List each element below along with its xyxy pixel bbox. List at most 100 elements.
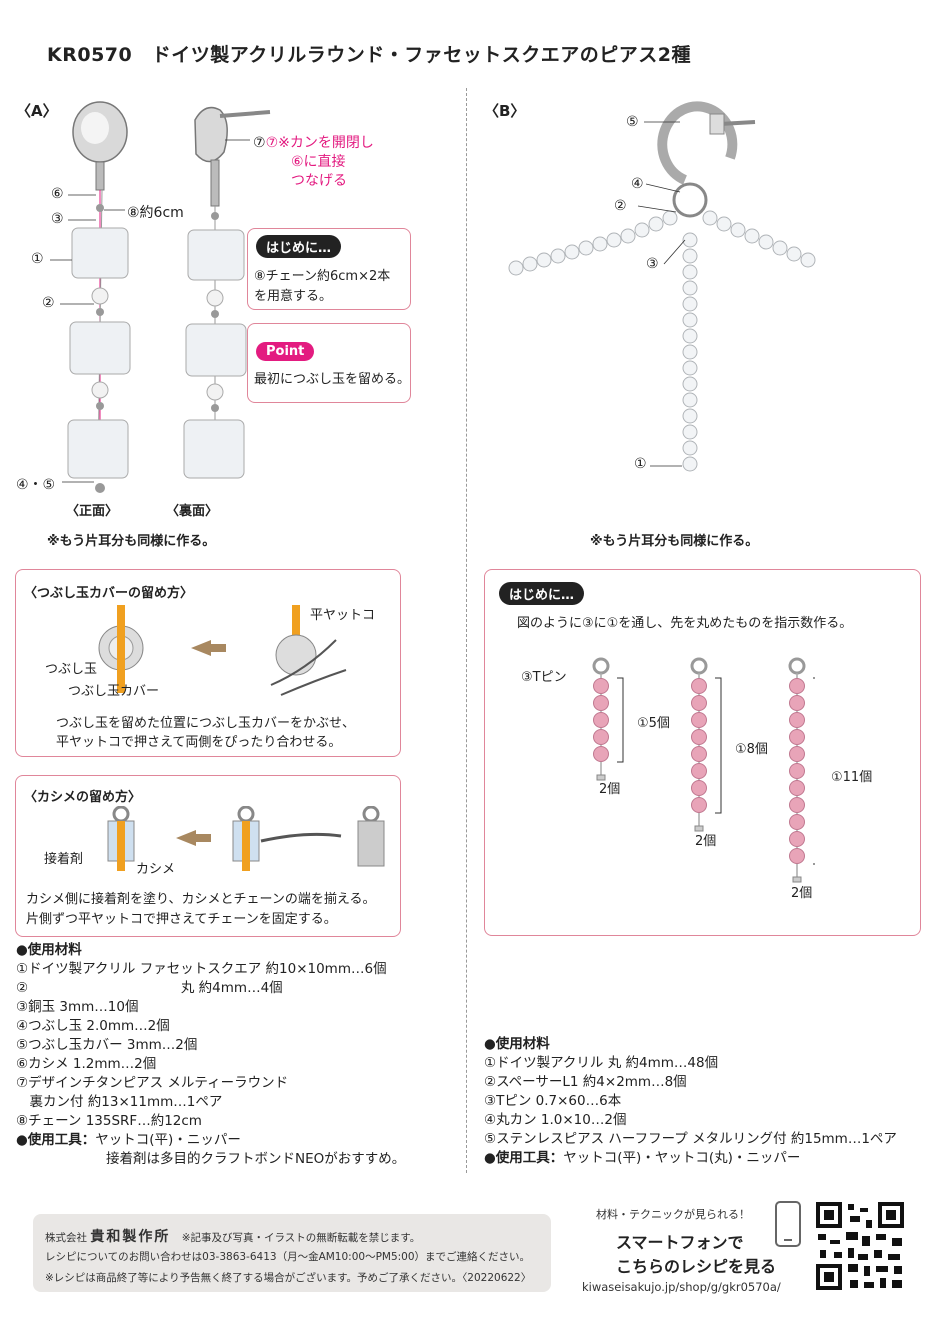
bead	[789, 712, 805, 728]
hajime-box-a: はじめに… ⑧チェーン約6cm×2本 を用意する。	[247, 228, 411, 310]
kashime-box: 〈カシメの留め方〉 接着剤 カシメ カシメ側に接着剤を塗り、カシメとチェーンの端…	[15, 775, 401, 937]
bead	[691, 729, 707, 745]
cover-label-cover: つぶし玉カバー	[68, 684, 160, 699]
section-a-note: ※もう片耳分も同様に作る。	[47, 534, 216, 549]
materials-a-title: ●使用材料	[16, 942, 82, 958]
section-a-label: 〈A〉	[16, 102, 58, 120]
smartphone-bubble: 材料・テクニックが見られる！	[596, 1208, 750, 1221]
materials-b-item: ③Tピン 0.7×60…6本	[484, 1093, 622, 1109]
hajime-title-b: はじめに…	[499, 582, 585, 605]
materials-b-item: ⑤ステンレスピアス ハーフフープ メタルリング付 約15mm…1ペア	[484, 1131, 897, 1147]
bead	[593, 695, 609, 711]
callout-4-5: ④・⑤	[16, 477, 56, 493]
company-prefix: 株式会社	[45, 1232, 87, 1244]
callout-1: ①	[31, 251, 44, 267]
materials-b-item: ②スペーサーL1 約4×2mm…8個	[484, 1074, 687, 1090]
bead	[789, 729, 805, 745]
pin-bottom-11: 2個	[791, 886, 813, 901]
bead	[691, 797, 707, 813]
bead	[789, 763, 805, 779]
smartphone-line2: こちらのレシピを見る	[616, 1257, 777, 1276]
hajime-box-b: はじめに… 図のように③に①を通し、先を丸めたものを指示数作る。 ③Tピン ①5…	[484, 569, 921, 936]
hajime-title-a: はじめに…	[256, 235, 342, 258]
tpin-11	[788, 657, 815, 883]
cover-text-1: つぶし玉を留めた位置につぶし玉カバーをかぶせ、	[56, 716, 356, 731]
page-title: KR0570 ドイツ製アクリルラウンド・ファセットスクエアのピアス2種	[47, 44, 692, 66]
pin-count-8: ①8個	[735, 742, 768, 757]
company-logo: 貴和製作所	[90, 1229, 171, 1245]
bead	[789, 848, 805, 864]
section-b-note: ※もう片耳分も同様に作る。	[590, 534, 759, 549]
hajime-text-b: 図のように③に①を通し、先を丸めたものを指示数作る。	[517, 616, 853, 631]
point-box: Point 最初につぶし玉を留める。	[247, 323, 411, 403]
cover-box: 〈つぶし玉カバーの留め方〉 つぶし玉 つぶし玉カバー 平ヤットコ つぶし玉を留め…	[15, 569, 401, 757]
bead	[691, 695, 707, 711]
bead	[593, 729, 609, 745]
pin-count-11: ①11個	[831, 770, 873, 785]
contact: レシピについてのお問い合わせは03-3863-6413（月～金AM10:00～P…	[45, 1251, 531, 1263]
callout-2: ②	[42, 295, 55, 311]
front-label: 〈正面〉	[66, 504, 119, 519]
earring-a-illustration	[50, 101, 271, 493]
bead	[789, 780, 805, 796]
bead	[593, 678, 609, 694]
materials-a-item: ③銅玉 3mm…10個	[16, 999, 139, 1015]
footer-box: 株式会社 貴和製作所 ※記事及び写真・イラストの無断転載を禁じます。 レシピにつ…	[33, 1214, 551, 1292]
recipe-url[interactable]: kiwaseisakujo.jp/shop/g/gkr0570a/	[582, 1280, 781, 1294]
tools-a-note: 接着剤は多目的クラフトボンドNEOがおすすめ。	[106, 1151, 406, 1167]
cover-label-plier: 平ヤットコ	[310, 608, 376, 623]
materials-a: ●使用材料 ①ドイツ製アクリル ファセットスクエア 約10×10mm…6個 ② …	[16, 941, 405, 1169]
b-callout-3: ③	[646, 256, 659, 272]
back-label: 〈裏面〉	[166, 504, 219, 519]
kan-note-line1: ⑦※カンを開閉し	[265, 135, 374, 151]
qr-code[interactable]	[814, 1200, 906, 1292]
pin-bottom-5: 2個	[599, 782, 621, 797]
tools-a-title: ●使用工具：	[16, 1132, 96, 1148]
materials-a-item: ⑤つぶし玉カバー 3mm…2個	[16, 1037, 198, 1053]
bead	[691, 746, 707, 762]
point-text: 最初につぶし玉を留める。	[254, 372, 411, 387]
kashime-text-2: 片側ずつ平ヤットコで押さえてチェーンを固定する。	[26, 912, 337, 927]
materials-b-title: ●使用材料	[484, 1036, 550, 1052]
column-divider	[466, 88, 467, 1173]
smartphone-line1: スマートフォンで	[616, 1233, 744, 1252]
bead	[789, 814, 805, 830]
kashime-label-kashime: カシメ	[136, 862, 176, 877]
materials-a-item: ⑦デザインチタンピアス メルティーラウンド	[16, 1075, 289, 1091]
tools-a: ヤットコ(平)・ニッパー	[95, 1132, 241, 1148]
bead	[789, 695, 805, 711]
materials-a-item: 裏カン付 約13×11mm…1ペア	[16, 1094, 223, 1110]
point-title: Point	[256, 342, 315, 361]
cover-title: 〈つぶし玉カバーの留め方〉	[24, 586, 194, 601]
b-callout-4: ④	[631, 176, 644, 192]
bead	[789, 678, 805, 694]
bead	[691, 780, 707, 796]
materials-b: ●使用材料 ①ドイツ製アクリル 丸 約4mm…48個 ②スペーサーL1 約4×2…	[484, 1035, 897, 1168]
kashime-illustration	[107, 806, 385, 871]
notice: ※レシピは商品終了等により予告無く終了する場合がございます。予めご了承ください。…	[45, 1272, 532, 1284]
bead	[593, 712, 609, 728]
bead	[691, 678, 707, 694]
kan-note-line2: ⑥に直接	[291, 154, 346, 170]
hajime-text-a-1: ⑧チェーン約6cm×2本	[254, 269, 391, 284]
bead	[789, 746, 805, 762]
tpin-5	[592, 657, 624, 781]
materials-a-item: ⑥カシメ 1.2mm…2個	[16, 1056, 157, 1072]
earring-b-illustration	[508, 101, 816, 472]
bead	[691, 712, 707, 728]
pin-count-5: ①5個	[637, 716, 670, 731]
section-b-label: 〈B〉	[484, 102, 526, 120]
materials-b-item: ④丸カン 1.0×10…2個	[484, 1112, 627, 1128]
chain-length-callout: ⑧約6cm	[127, 205, 184, 221]
smartphone-icon	[775, 1201, 801, 1247]
tpin-label: ③Tピン	[521, 670, 567, 685]
materials-a-item: ② 丸 約4mm…4個	[16, 980, 283, 996]
kan-note-line3: つなげる	[291, 173, 347, 189]
b-callout-1: ①	[634, 456, 647, 472]
callout-3: ③	[51, 211, 64, 227]
materials-a-item: ①ドイツ製アクリル ファセットスクエア 約10×10mm…6個	[16, 961, 387, 977]
bead	[691, 763, 707, 779]
materials-b-item: ①ドイツ製アクリル 丸 約4mm…48個	[484, 1055, 719, 1071]
cover-label-tsubushidama: つぶし玉	[45, 662, 98, 677]
pin-bottom-8: 2個	[695, 834, 717, 849]
